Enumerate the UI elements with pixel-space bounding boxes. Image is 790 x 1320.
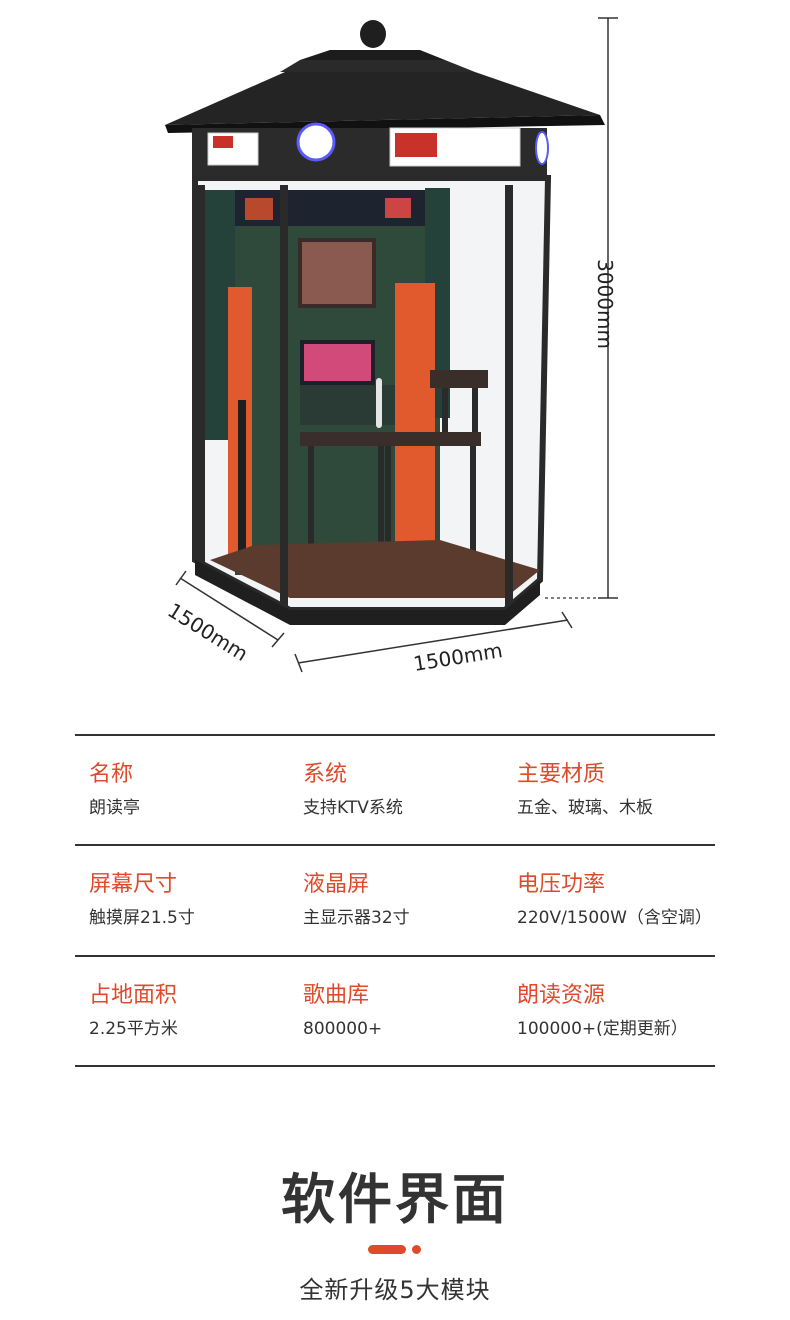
spec-label: 朗读资源 [517,983,606,1008]
spec-label: 占地面积 [89,983,178,1008]
spec-label: 名称 [89,762,134,787]
spec-value: 220V/1500W（含空调） [517,908,712,928]
title-accent-decoration [368,1245,422,1255]
spec-cell: 屏幕尺寸 触摸屏21.5寸 [75,846,289,955]
spec-cell: 主要材质 五金、玻璃、木板 [503,736,715,844]
reading-booth-image [165,17,618,673]
spec-value: 800000+ [303,1019,383,1039]
accent-dot [412,1245,421,1254]
spec-value: 支持KTV系统 [303,798,403,818]
spec-value: 2.25平方米 [89,1019,178,1039]
section-title: 软件界面 [281,1168,509,1231]
spec-value: 朗读亭 [89,798,140,818]
spec-cell: 名称 朗读亭 [75,736,289,844]
specs-row: 屏幕尺寸 触摸屏21.5寸 液晶屏 主显示器32寸 电压功率 220V/1500… [75,846,715,957]
spec-label: 系统 [303,762,348,787]
specs-row: 名称 朗读亭 系统 支持KTV系统 主要材质 五金、玻璃、木板 [75,736,715,846]
spec-value: 触摸屏21.5寸 [89,908,195,928]
spec-cell: 系统 支持KTV系统 [289,736,503,844]
spec-label: 液晶屏 [303,872,370,897]
spec-cell: 电压功率 220V/1500W（含空调） [503,846,715,955]
spec-value: 五金、玻璃、木板 [517,798,653,818]
spec-label: 电压功率 [517,872,606,897]
spec-label: 歌曲库 [303,983,370,1008]
product-illustration: 3000mm 1500mm 1500mm [163,17,618,676]
spec-cell: 液晶屏 主显示器32寸 [289,846,503,955]
specs-row: 占地面积 2.25平方米 歌曲库 800000+ 朗读资源 100000+(定期… [75,957,715,1067]
spec-label: 主要材质 [517,762,606,787]
spec-cell: 朗读资源 100000+(定期更新） [503,957,715,1065]
spec-cell: 占地面积 2.25平方米 [75,957,289,1065]
spec-label: 屏幕尺寸 [89,872,178,897]
accent-bar [368,1245,406,1254]
section-subtitle: 全新升级5大模块 [299,1276,491,1304]
spec-value: 主显示器32寸 [303,908,410,928]
spec-value: 100000+(定期更新） [517,1019,688,1039]
spec-cell: 歌曲库 800000+ [289,957,503,1065]
height-dimension-label: 3000mm [592,259,617,349]
specs-table: 名称 朗读亭 系统 支持KTV系统 主要材质 五金、玻璃、木板 屏幕尺寸 触摸屏… [75,734,715,1067]
